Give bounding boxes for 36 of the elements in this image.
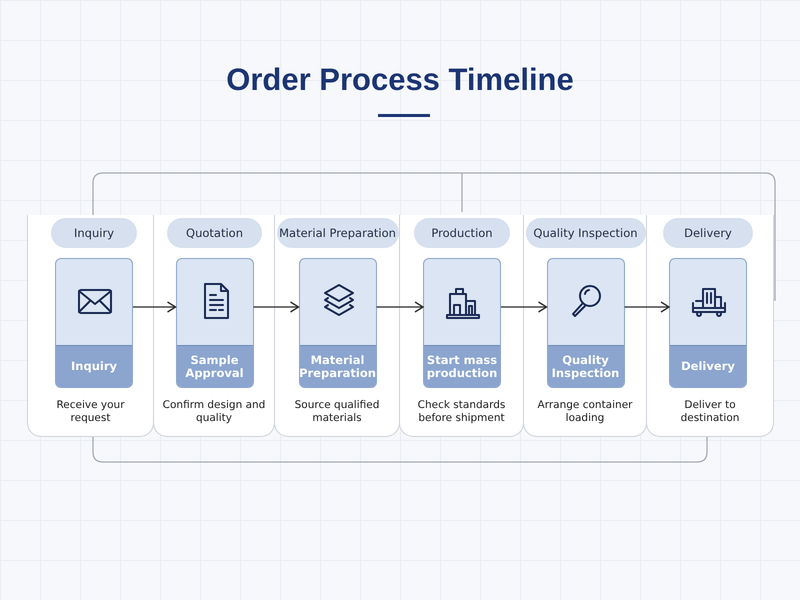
arrow bbox=[133, 301, 176, 313]
arrow bbox=[254, 301, 300, 313]
step-tile bbox=[298, 258, 376, 388]
phase-label: Production bbox=[414, 218, 510, 248]
step-description: Confirm design and quality bbox=[162, 399, 266, 425]
step-description: Arrange container loading bbox=[536, 399, 634, 425]
arrow bbox=[624, 301, 670, 313]
step-description: Source qualified materials bbox=[294, 399, 380, 425]
step-card bbox=[153, 215, 275, 437]
step-label: Material Preparation bbox=[300, 345, 376, 387]
phase-label: Delivery bbox=[663, 218, 753, 248]
step-description: Receive your request bbox=[55, 399, 126, 425]
step-description: Deliver to destination bbox=[680, 399, 740, 425]
step-tile bbox=[546, 258, 624, 388]
phase-label: Inquiry bbox=[51, 218, 137, 248]
step-label: Sample Approval bbox=[176, 345, 252, 387]
step-tile bbox=[176, 258, 254, 388]
step-tile bbox=[669, 258, 747, 388]
step-card bbox=[399, 215, 524, 437]
step-card bbox=[27, 215, 154, 437]
arrow bbox=[501, 301, 548, 313]
phase-label: Quality Inspection bbox=[526, 218, 646, 248]
title: Order Process Timeline bbox=[225, 62, 575, 98]
step-label: Delivery bbox=[670, 345, 746, 387]
phase-label: Material Preparation bbox=[276, 218, 398, 248]
step-label: Start mass production bbox=[424, 345, 500, 387]
step-card bbox=[646, 215, 774, 437]
step-card bbox=[523, 215, 647, 437]
arrow bbox=[376, 301, 424, 313]
step-tile bbox=[423, 258, 501, 388]
step-tile bbox=[55, 258, 133, 388]
phase-label: Quotation bbox=[167, 218, 262, 248]
step-label: Inquiry bbox=[56, 345, 132, 387]
step-card bbox=[274, 215, 400, 437]
step-description: Check standards before shipment bbox=[416, 399, 506, 425]
step-label: Quality Inspection bbox=[548, 345, 624, 387]
